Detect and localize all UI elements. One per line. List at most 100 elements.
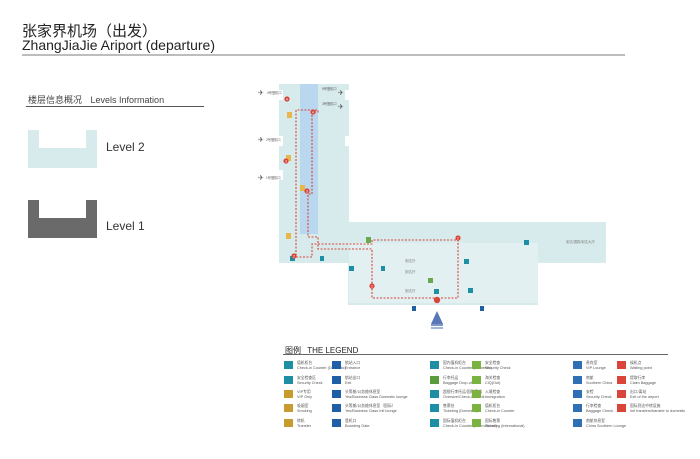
legend-item-label-en: Check-in Counter (Domestic) — [297, 365, 346, 370]
legend-item-label-cn: 国内值机柜台 — [443, 361, 466, 365]
check-in-icon — [468, 288, 473, 293]
legend-heading-chinese: 图例 — [285, 346, 301, 355]
page-title-english: ZhangJiaJie Ariport (departure) — [22, 37, 215, 53]
start-marker — [433, 296, 441, 304]
exit-icon — [332, 376, 341, 384]
legend-item-text: 头等舱/公务舱休息室（国际）Yes/Business Class Intl lo… — [345, 404, 397, 413]
airplane-icon: ✈ — [338, 104, 344, 111]
gate-label: 3号登机口 — [322, 101, 337, 106]
legend-item-label-en: Waiting point — [630, 365, 652, 370]
waiting-point-icon — [617, 361, 626, 369]
security-check-icon — [366, 237, 371, 243]
route-point-label: 4 — [286, 97, 288, 101]
airplane-icon: ✈ — [258, 175, 264, 182]
intl-transfer-icon — [617, 404, 626, 412]
shop-icon — [287, 112, 292, 118]
aircraft-icons: ✈ ✈ ✈ ✈ ✈ — [258, 90, 344, 182]
legend-item-label-en: Claim Baggage — [630, 380, 656, 385]
gate-label: 2号登机口 — [266, 137, 281, 142]
legend-item-label-cn: 行李检查 — [586, 404, 602, 408]
info-icon — [524, 240, 529, 245]
legend-item-label-cn: 南航 — [586, 376, 594, 380]
legend-divider — [283, 354, 668, 355]
gate-label: 4号登机口 — [267, 90, 282, 95]
check-in-icon — [349, 266, 354, 271]
levels-heading: 楼层信息概况 Levels Information — [28, 93, 164, 106]
smoking-icon — [284, 404, 293, 412]
legend-item-label-en: Yes/Business Class Intl lounge — [345, 408, 397, 413]
hall-label: 到达厅 — [405, 269, 416, 274]
legend-item-label-en: Boarding Gate — [345, 423, 370, 428]
legend-item-label-en: China Southern Lounge — [586, 423, 627, 428]
route-point-label: 4 — [312, 110, 314, 114]
ticketing-icon — [430, 404, 439, 412]
legend-item: 头等舱/公务舱休息室（国际）Yes/Business Class Intl lo… — [332, 404, 397, 413]
level-1-label: Level 1 — [106, 219, 145, 233]
legend-item-label-en: Oversize/Check-in to Intl — [443, 394, 485, 399]
legend-item-label-en: Security Check — [586, 394, 612, 399]
legend-item-label-cn: 转机 — [297, 419, 305, 423]
legend-item-label-cn: 登机口 — [345, 419, 357, 423]
level-2-icon[interactable] — [28, 130, 97, 168]
legend-item-label-cn: 值机柜台 — [297, 361, 313, 365]
oversize-baggage-icon — [430, 390, 439, 398]
gate-label-group: 4号登机口 5号登机口 3号登机口 2号登机口 1号登机口 — [266, 86, 337, 180]
legend-item-label-cn: 安检 — [586, 390, 594, 394]
legend-item-label-en: Yes/Business Class Domestic lounge — [345, 394, 408, 399]
legend-item-label-cn: 提取行李 — [630, 376, 646, 380]
legend-item-label-en: Intl transfers/transfer to domestic — [630, 408, 686, 413]
check-in-icon — [320, 256, 324, 261]
levels-divider — [26, 106, 204, 107]
title-divider — [22, 54, 625, 56]
legend-item-label-en: Baggage Drop-off — [443, 380, 473, 385]
level-1-icon[interactable] — [28, 200, 97, 238]
check-in-counter-icon — [284, 361, 293, 369]
page-title-chinese: 张家界机场（出发） — [22, 23, 158, 40]
levels-heading-english: Levels Information — [90, 95, 165, 105]
route-point-labels: 4 4 3 3 2 2 1 — [285, 97, 459, 288]
legend-item-label-en: Ticketing (International) — [485, 423, 525, 428]
legend-item-label-cn: VIP专用 — [297, 390, 311, 394]
claim-baggage-icon — [617, 376, 626, 384]
legend-item-label-cn: 国际到达中转设施 — [630, 404, 661, 408]
legend-item-label-cn: 安全检查 — [485, 361, 501, 365]
intl-lounge-icon — [332, 404, 341, 412]
legend-item-label-cn: 售票处 — [443, 404, 455, 408]
southern-china-icon — [573, 376, 582, 384]
legend-heading: 图例 THE LEGEND — [285, 345, 358, 356]
immigration-icon — [472, 390, 481, 398]
legend-item-label-en: Southern China — [586, 380, 613, 385]
departure-route — [295, 109, 459, 299]
level-2-label: Level 2 — [106, 140, 145, 154]
legend-item-label-cn: 航站入口 — [345, 361, 361, 365]
check-in-icon — [290, 256, 295, 261]
